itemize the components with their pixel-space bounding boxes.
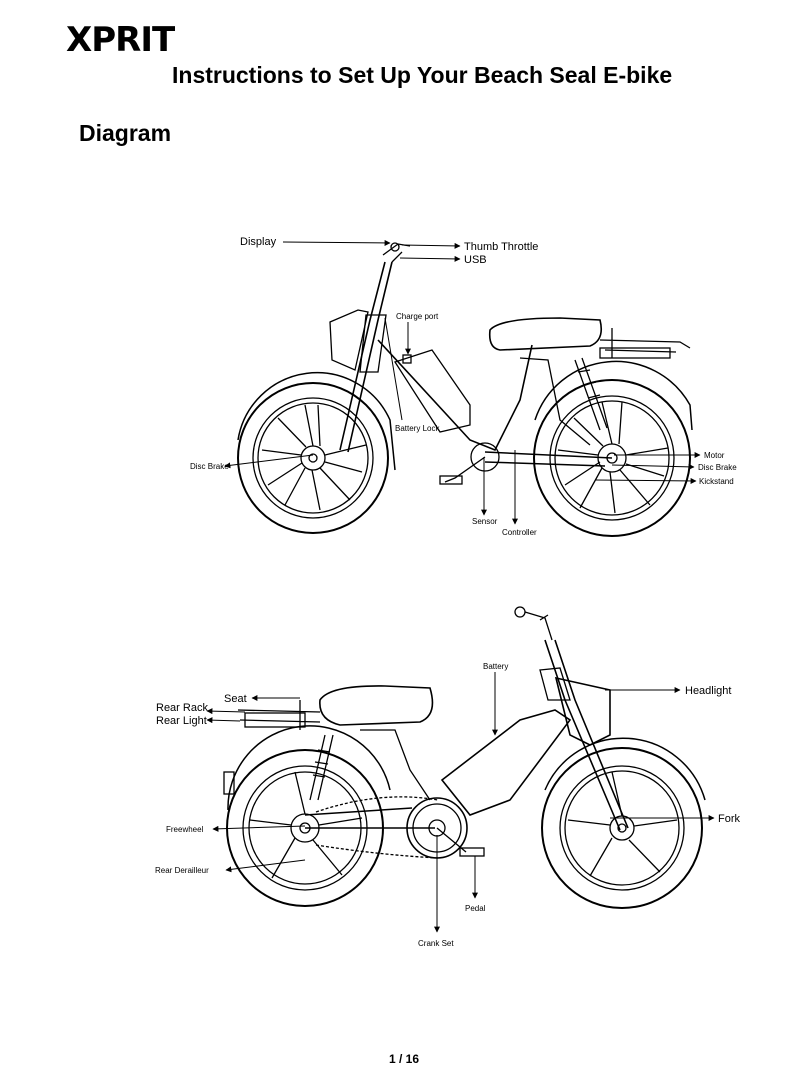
label-rear-light: Rear Light <box>156 715 207 727</box>
label-pedal: Pedal <box>465 904 486 913</box>
label-thumb-throttle: Thumb Throttle <box>464 241 538 253</box>
diagram-1-annotations: Display Thumb Throttle USB Charge port B… <box>190 236 737 537</box>
front-wheel-1 <box>237 382 389 534</box>
diagram-2-annotations: Battery Seat Rear Rack Rear Light Headli… <box>155 662 741 948</box>
label-battery: Battery <box>483 662 508 671</box>
label-crank-set: Crank Set <box>418 939 454 948</box>
brand-logo-text: XPRIT <box>66 20 176 58</box>
label-freewheel: Freewheel <box>166 825 204 834</box>
label-charge-port: Charge port <box>396 312 439 321</box>
diagram-1-bike <box>237 242 693 537</box>
label-controller: Controller <box>502 528 537 537</box>
label-display: Display <box>240 236 277 248</box>
label-usb: USB <box>464 254 487 266</box>
label-headlight: Headlight <box>685 685 731 697</box>
front-wheel-2 <box>541 747 703 909</box>
label-motor: Motor <box>704 451 725 460</box>
label-rear-rack: Rear Rack <box>156 702 208 714</box>
label-disc-brake-front: Disc Brake <box>190 462 229 471</box>
rear-wheel-1 <box>533 379 691 537</box>
page-title: Instructions to Set Up Your Beach Seal E… <box>172 62 673 88</box>
label-rear-derailleur: Rear Derailleur <box>155 866 209 875</box>
label-battery-lock: Battery Lock <box>395 424 440 433</box>
section-heading: Diagram <box>79 120 172 146</box>
label-seat: Seat <box>224 693 247 705</box>
brand-logo: XPRIT <box>66 20 177 58</box>
label-fork: Fork <box>718 813 741 825</box>
diagram-2-bike <box>223 606 706 909</box>
label-sensor: Sensor <box>472 517 498 526</box>
label-disc-brake-rear: Disc Brake <box>698 463 737 472</box>
page-number: 1 / 16 <box>388 1052 420 1066</box>
label-kickstand: Kickstand <box>699 477 734 486</box>
